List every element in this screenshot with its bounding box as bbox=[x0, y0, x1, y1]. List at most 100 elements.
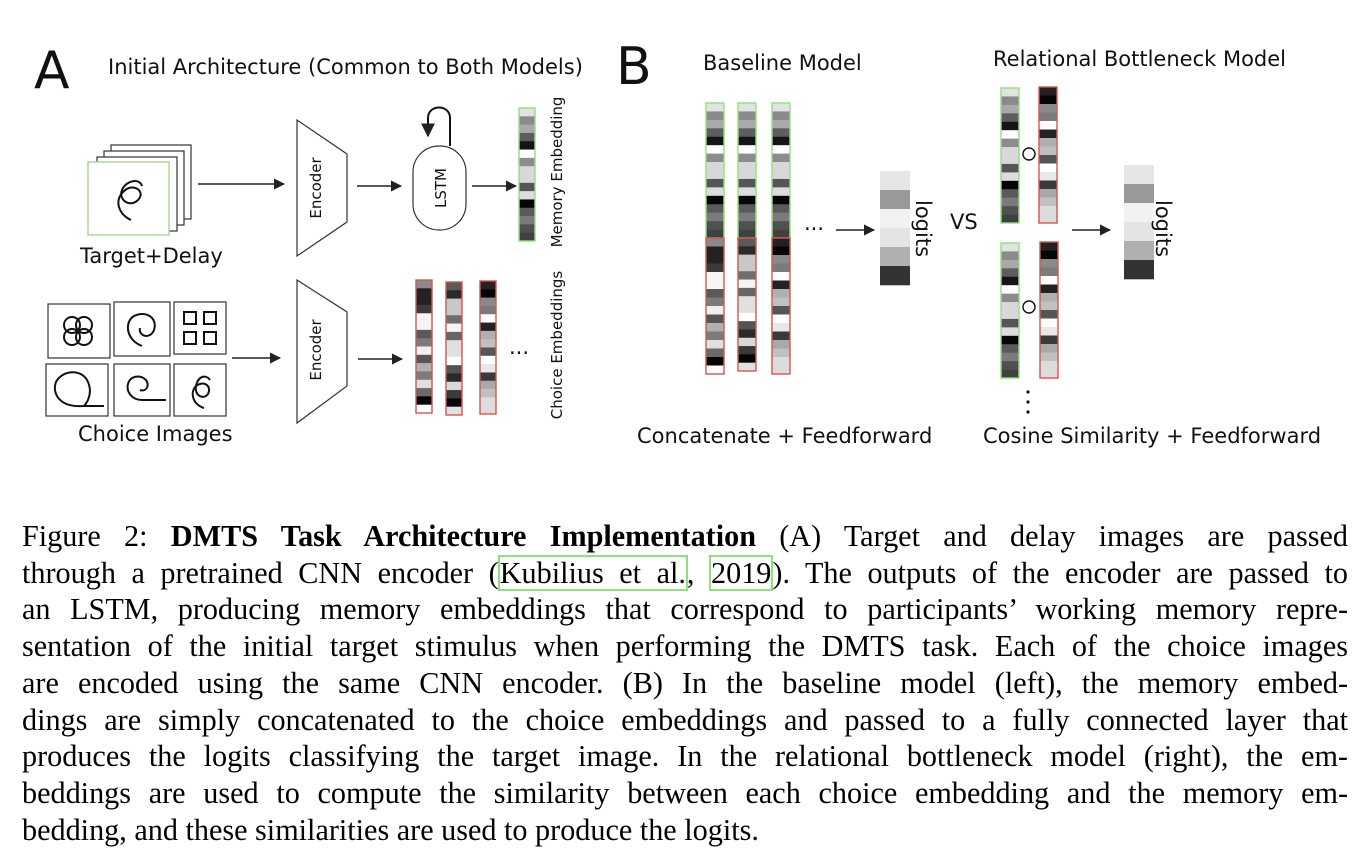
embedding-cell bbox=[880, 266, 910, 286]
embedding-cell bbox=[706, 306, 724, 315]
embedding-cell bbox=[772, 357, 790, 366]
embedding-cell bbox=[738, 136, 756, 146]
embedding-cell bbox=[772, 340, 790, 349]
embedding-cell bbox=[1039, 112, 1057, 122]
embedding-cell bbox=[446, 406, 462, 416]
embedding-cell bbox=[706, 365, 724, 375]
target-glyph-icon bbox=[117, 180, 143, 221]
panel-a: A Initial Architecture (Common to Both M… bbox=[34, 41, 583, 446]
embedding-cell bbox=[880, 171, 910, 191]
embedding-cell bbox=[480, 297, 496, 307]
choice-embedding bbox=[771, 237, 791, 375]
embedding-cell bbox=[738, 229, 756, 239]
embedding-cell bbox=[1001, 104, 1019, 114]
encoder-bottom bbox=[296, 278, 348, 425]
embedding-cell bbox=[1001, 310, 1019, 320]
embedding-cell bbox=[772, 195, 790, 205]
embedding-cell bbox=[1001, 147, 1019, 156]
embedding-cell bbox=[446, 373, 462, 383]
embedding-cell bbox=[416, 280, 432, 289]
caption-text: ). The outputs of the encoder are passed… bbox=[772, 555, 1349, 590]
embedding-cell bbox=[772, 348, 790, 358]
embedding-cell bbox=[519, 191, 535, 200]
embedding-cell bbox=[1001, 268, 1019, 278]
embedding-cell bbox=[772, 263, 790, 273]
embedding-cell bbox=[446, 298, 462, 308]
embedding-cell bbox=[772, 170, 790, 180]
embedding-cell bbox=[519, 132, 535, 142]
embedding-cell bbox=[416, 396, 432, 405]
embedding-cell bbox=[1124, 241, 1154, 261]
embedding-cell bbox=[738, 119, 756, 129]
encoder-bottom-label: Encoder bbox=[307, 319, 325, 381]
embedding-cell bbox=[738, 304, 756, 314]
circle-tail-glyph-icon bbox=[53, 371, 104, 408]
choice-embedding bbox=[1039, 241, 1059, 379]
embedding-cell bbox=[772, 119, 790, 129]
embedding-cell bbox=[1001, 243, 1019, 252]
embedding-cell bbox=[1039, 87, 1057, 96]
logits-column bbox=[1124, 165, 1154, 280]
embedding-cell bbox=[1039, 206, 1057, 215]
embedding-cell bbox=[416, 354, 432, 364]
embedding-cell bbox=[1001, 293, 1019, 303]
relational-title: Relational Bottleneck Model bbox=[993, 47, 1286, 71]
caption-text: , bbox=[686, 555, 711, 590]
embedding-cell bbox=[738, 354, 756, 363]
embedding-cell bbox=[880, 209, 910, 229]
target-image bbox=[87, 161, 170, 236]
relational-pairs bbox=[1000, 86, 1059, 379]
embedding-cell bbox=[706, 272, 724, 281]
embedding-cell bbox=[772, 111, 790, 121]
embedding-cell bbox=[738, 287, 756, 297]
embedding-cell bbox=[738, 221, 756, 230]
embedding-cell bbox=[706, 280, 724, 290]
embedding-cell bbox=[416, 304, 432, 314]
embedding-cell bbox=[1124, 260, 1154, 280]
embedding-cell bbox=[1039, 172, 1057, 181]
embedding-cell bbox=[416, 363, 432, 372]
embedding-cell bbox=[1001, 318, 1019, 328]
baseline-ellipsis: ··· bbox=[804, 217, 824, 241]
embedding-cell bbox=[772, 187, 790, 197]
embedding-cell bbox=[738, 254, 756, 264]
embedding-cell bbox=[1040, 267, 1058, 277]
embedding-cell bbox=[416, 388, 432, 397]
embedding-cell bbox=[772, 103, 790, 112]
embedding-cell bbox=[706, 255, 724, 264]
embedding-cell bbox=[738, 337, 756, 347]
embedding-cell bbox=[880, 228, 910, 248]
embedding-cell bbox=[772, 289, 790, 298]
embedding-cell bbox=[446, 390, 462, 399]
embedding-cell bbox=[738, 321, 756, 330]
citation-link-year[interactable]: 2019 bbox=[709, 554, 774, 591]
embedding-cell bbox=[1001, 96, 1019, 106]
citation-link-author[interactable]: Kubilius et al. bbox=[497, 554, 688, 591]
embedding-cell bbox=[772, 246, 790, 256]
embedding-cell bbox=[480, 372, 496, 382]
caption-line: are encoded using the same CNN encoder. … bbox=[22, 665, 1348, 700]
embedding-cell bbox=[1040, 259, 1058, 268]
embedding-cell bbox=[738, 153, 756, 163]
baseline-logits bbox=[880, 171, 910, 286]
embedding-cell bbox=[706, 289, 724, 298]
embedding-cell bbox=[738, 187, 756, 197]
embedding-cell bbox=[1039, 189, 1057, 198]
embedding-cell bbox=[1124, 165, 1154, 185]
target-delay-stack bbox=[87, 144, 192, 236]
embedding-cell bbox=[416, 404, 432, 414]
embedding-cell bbox=[772, 136, 790, 146]
embedding-border bbox=[1038, 86, 1058, 224]
embedding-cell bbox=[738, 103, 756, 112]
embedding-cell bbox=[480, 289, 496, 298]
embedding-cell bbox=[480, 281, 496, 290]
embedding-border bbox=[737, 237, 757, 372]
embedding-cell bbox=[1040, 293, 1058, 302]
panel-a-title: Initial Architecture (Common to Both Mod… bbox=[108, 55, 583, 79]
embedding-cell bbox=[706, 238, 724, 247]
memory-embedding bbox=[705, 102, 725, 239]
embedding-cell bbox=[772, 204, 790, 213]
embedding-cell bbox=[706, 136, 724, 146]
embedding-cell bbox=[519, 207, 535, 217]
embedding-cell bbox=[1001, 251, 1019, 261]
